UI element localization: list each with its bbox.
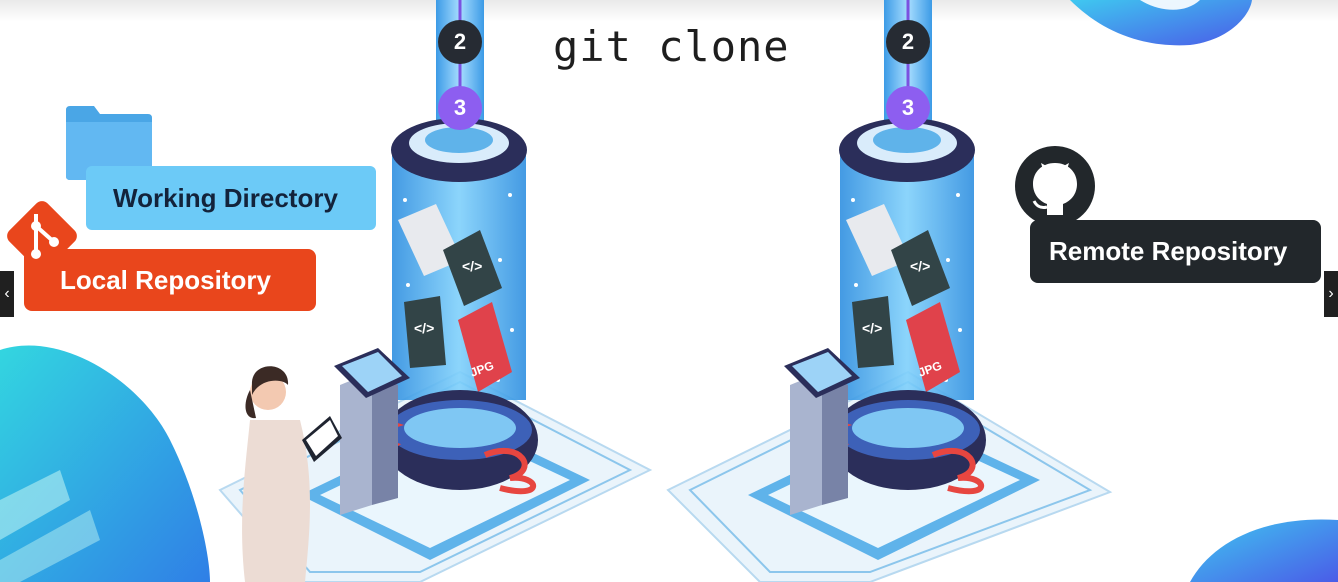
step-badge-right-2: 2 [886,20,930,64]
code-file-badge-right-2: </> [862,320,883,336]
next-slide-button[interactable]: › [1324,271,1338,317]
working-directory-label: Working Directory [86,166,376,230]
step-badge-right-3: 3 [886,86,930,130]
local-repository-label: Local Repository [24,249,316,311]
git-logo-icon [7,201,77,271]
background-blob-top-right [1070,0,1252,46]
step-badge-left-3: 3 [438,86,482,130]
code-file-badge-left-2: </> [414,320,435,336]
code-file-badge-right-1: </> [910,258,931,274]
step-badge-left-2: 2 [438,20,482,64]
code-file-badge-left-1: </> [462,258,483,274]
local-machine-illustration [218,0,653,582]
top-shade [0,0,1338,22]
background-blob-bottom-right [1190,519,1338,582]
command-title: git clone [553,22,790,71]
github-icon [1015,146,1095,226]
previous-slide-button[interactable]: ‹ [0,271,14,317]
folder-icon [66,106,152,180]
remote-repository-label: Remote Repository [1030,220,1321,283]
remote-server-illustration [666,0,1113,582]
background-blob-left [0,345,210,582]
